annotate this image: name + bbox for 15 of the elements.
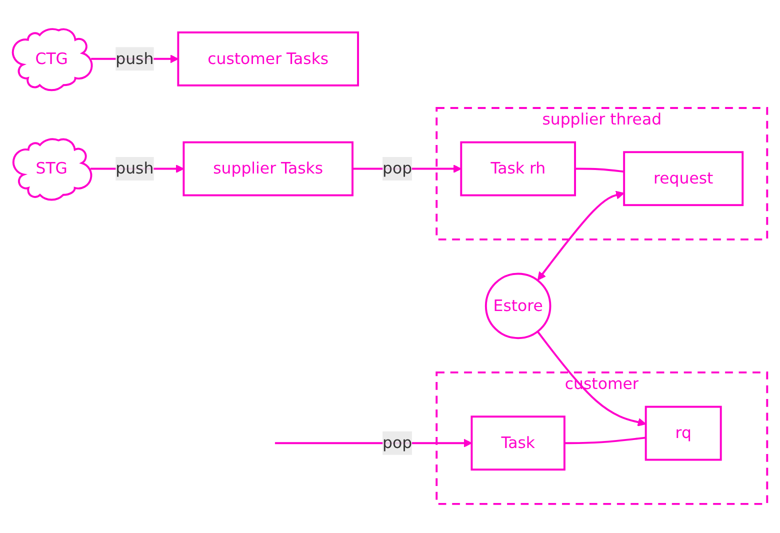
node-circle: Estore	[484, 272, 552, 340]
edge-label: push	[116, 158, 154, 178]
node-box: Task	[470, 416, 566, 471]
edge-label: pop	[382, 158, 412, 178]
connector	[575, 168, 624, 173]
arrow	[536, 330, 646, 426]
edge-label: push	[116, 49, 154, 68]
edge-label: pop	[382, 433, 412, 452]
connector	[564, 436, 646, 444]
arrow	[537, 190, 624, 280]
node-box: Task rh	[460, 141, 576, 196]
node-box: rq	[644, 406, 722, 461]
node-box: request	[623, 151, 744, 206]
node-box: supplier Tasks	[182, 141, 354, 196]
node-box: customer Tasks	[177, 31, 359, 86]
